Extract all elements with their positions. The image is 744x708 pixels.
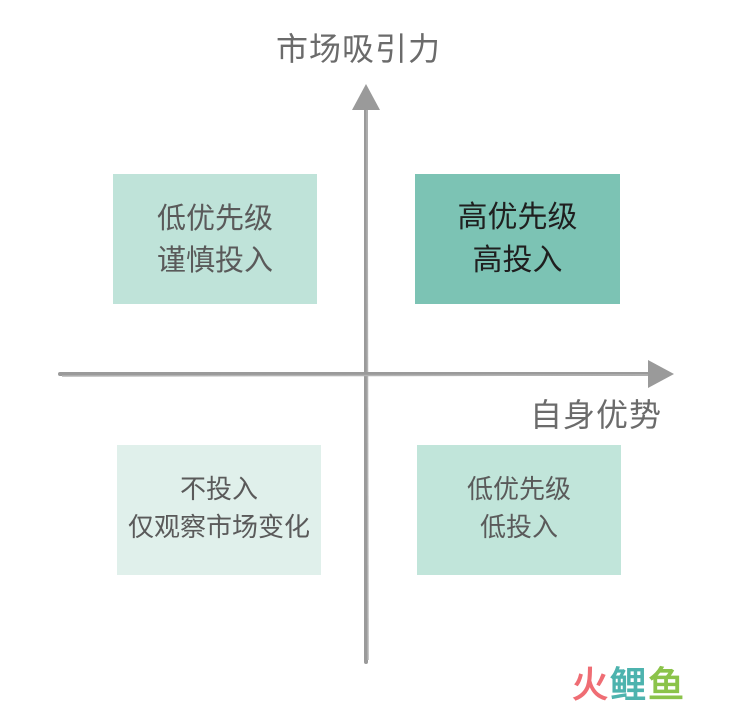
watermark-logo: 火鲤鱼 [572, 656, 686, 708]
quadrant-top-left-line2: 谨慎投入 [156, 243, 273, 277]
quadrant-bottom-right: 低优先级 低投入 [417, 445, 621, 575]
watermark-char-3: 鱼 [648, 665, 687, 706]
quadrant-top-right-line2: 高投入 [472, 243, 563, 278]
quadrant-bottom-left-line1: 不投入 [179, 475, 258, 506]
quadrant-top-right-line1: 高优先级 [457, 199, 578, 235]
x-axis-arrow-icon [648, 360, 674, 388]
quadrant-top-left: 低优先级 谨慎投入 [113, 174, 317, 304]
quadrant-bottom-right-line2: 低投入 [479, 513, 558, 543]
y-axis-arrow-icon [352, 84, 380, 110]
quadrant-bottom-left: 不投入 仅观察市场变化 [117, 445, 321, 575]
quadrant-bottom-right-line1: 低优先级 [466, 475, 571, 506]
quadrant-bottom-left-line2: 仅观察市场变化 [127, 513, 310, 543]
watermark-char-1: 火 [572, 665, 611, 706]
watermark-char-2: 鲤 [610, 665, 649, 706]
quadrant-top-right: 高优先级 高投入 [415, 174, 620, 304]
x-axis-label: 自身优势 [530, 396, 663, 434]
quadrant-top-left-line1: 低优先级 [156, 200, 273, 235]
y-axis-label: 市场吸引力 [276, 30, 442, 68]
